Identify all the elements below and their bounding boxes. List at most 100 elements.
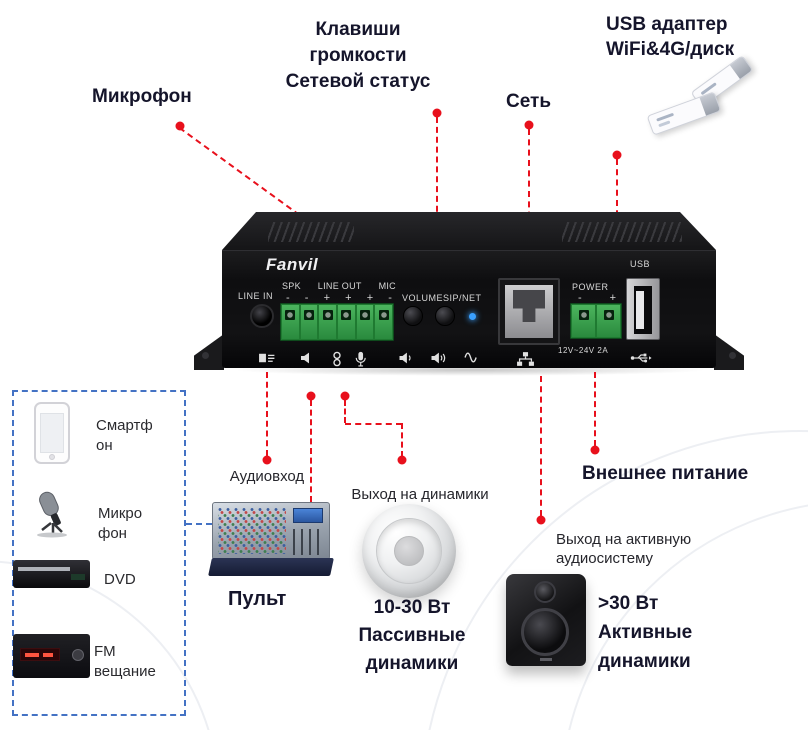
active-line2: Активные [598, 622, 693, 643]
dvd-player-image [13, 560, 90, 588]
callout-active-output-line2: аудиосистему [556, 550, 654, 567]
polarity-mark: - [304, 292, 309, 304]
mounting-ear-right [714, 334, 744, 370]
terminal-hole [322, 310, 333, 320]
brand-logo: Fanvil [266, 255, 319, 274]
terminal-hole [285, 310, 296, 320]
terminal-hole [378, 310, 389, 320]
speaker-icon [300, 351, 316, 370]
callout-active-output-line1: Выход на активную [556, 531, 692, 548]
connector-line-usb [616, 159, 618, 247]
source-dvd-label: DVD [104, 571, 136, 588]
power-label: POWER [572, 282, 609, 292]
connector-dot [340, 391, 350, 401]
terminal-cell [375, 305, 393, 339]
polarity-mark: + [609, 292, 616, 304]
connector-line-audio-in [266, 372, 268, 456]
callout-usb-line1: USB адаптер [606, 14, 728, 35]
terminal-cell [300, 305, 318, 339]
terminal-cell [282, 305, 299, 339]
line-out-label: LINE OUT [317, 281, 362, 291]
connector-line-mixer [310, 400, 312, 502]
mixer-front [208, 558, 334, 576]
polarity-mark: + [366, 292, 374, 304]
4g-dongle-icon [646, 91, 722, 136]
device-top-face [222, 212, 716, 250]
terminal-header: SPK LINE OUT MIC [282, 281, 396, 291]
speaker-wave-icon [398, 351, 415, 370]
passive-line1: 10-30 Вт [373, 597, 451, 618]
terminal-hole [603, 310, 614, 320]
callout-volume-keys-line2: громкости [309, 45, 407, 66]
sip-button [435, 306, 455, 326]
status-led [469, 313, 476, 320]
sip-net-label: SIP/NET [443, 293, 482, 303]
callout-network: Сеть [506, 91, 552, 112]
lan-icon [516, 351, 535, 372]
connector-line-network [528, 129, 530, 259]
terminal-cell [319, 305, 337, 339]
terminal-cell [572, 305, 595, 337]
connector-dot [524, 120, 534, 130]
mixer-connector-line [186, 523, 212, 525]
source-fm-label: FM вещание [94, 643, 156, 680]
mixer-image [208, 502, 334, 582]
terminal-pair-icon [332, 351, 342, 372]
woofer [521, 608, 569, 656]
mixer-screen [293, 508, 323, 523]
mixer-deck [212, 502, 330, 560]
connector-dot [397, 455, 407, 465]
mounting-ear-left [194, 334, 224, 370]
screw-hole [202, 352, 209, 359]
callout-network-status: Сетевой статус [285, 71, 431, 92]
phone-screen [40, 413, 64, 453]
terminal-hole [304, 310, 314, 320]
speaker-loud-icon [430, 351, 448, 370]
source-microphone-label: Микрофон [98, 505, 143, 542]
callout-volume-keys: Клавиши громкости Сетевой статус [262, 17, 454, 95]
active-line1: >30 Вт [598, 593, 659, 614]
screw-hole [729, 352, 736, 359]
usb-port-tab [636, 291, 644, 329]
power-polarity-row: - + [578, 292, 616, 304]
connector-dot [262, 455, 272, 465]
spk-label: SPK [282, 281, 301, 291]
line-in-icon [258, 351, 276, 370]
microphone-image [20, 488, 84, 545]
polarity-mark: - [388, 292, 392, 304]
fm-knob [72, 649, 84, 661]
terminal-cell [356, 305, 374, 339]
connector-dot [590, 445, 600, 455]
device-front-panel: Fanvil USB LINE IN SPK LINE OUT MIC - - … [222, 250, 716, 368]
line-in-jack [250, 304, 274, 328]
callout-external-power: Внешнее питание [582, 463, 749, 484]
audio-sources-box [12, 390, 186, 716]
mixer-knobs [218, 508, 286, 554]
smartphone-image [34, 402, 70, 464]
polarity-mark: - [578, 292, 582, 304]
connector-line-power [594, 372, 596, 446]
sine-wave-icon [464, 351, 481, 369]
line-in-label: LINE IN [238, 291, 274, 301]
usb-icon [630, 351, 652, 369]
source-smartphone-label: Смартфон [96, 417, 153, 454]
fm-display-segment [43, 653, 53, 657]
volume-label: VOLUME [402, 293, 444, 303]
power-terminal-block [570, 303, 622, 339]
label-passive-speakers: 10-30 Вт Пассивные динамики [338, 594, 486, 678]
callout-volume-keys-line1: Клавиши [315, 19, 401, 40]
tweeter [534, 581, 556, 603]
mixer-faders [293, 529, 325, 555]
active-speaker-image [506, 574, 586, 666]
ceiling-speaker-image [362, 504, 456, 598]
polarity-mark: + [345, 292, 352, 304]
speaker-ring [376, 518, 442, 584]
connector-dot [612, 150, 622, 160]
callout-speaker-output: Выход на динамики [351, 486, 489, 503]
passive-line3: динамики [365, 653, 459, 674]
connector-dot [536, 515, 546, 525]
fm-tuner-image [13, 634, 90, 678]
terminal-hole [578, 310, 589, 320]
polarity-mark: + [323, 292, 331, 304]
connector-line-spk-3 [401, 423, 403, 457]
